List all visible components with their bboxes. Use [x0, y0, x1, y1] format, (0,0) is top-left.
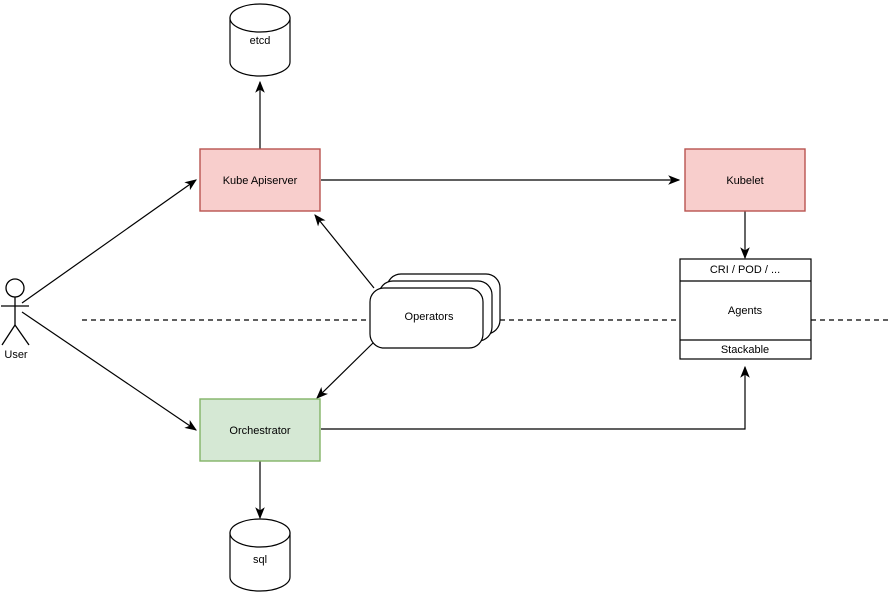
edge-operators-to-kube-apiserver [314, 214, 375, 289]
edge-user-to-kube-apiserver [21, 179, 197, 304]
node-kubelet[interactable]: Kubelet [684, 148, 806, 212]
node-etcd[interactable]: etcd [229, 3, 291, 77]
node-orchestrator-label: Orchestrator [229, 425, 290, 437]
node-sql-label: sql [253, 554, 267, 566]
node-operators-label: Operators [405, 311, 454, 323]
node-kube-apiserver[interactable]: Kube Apiserver [199, 148, 321, 212]
node-operators[interactable]: Operators [369, 273, 501, 349]
agents-footer-label: Stackable [721, 344, 769, 356]
node-sql[interactable]: sql [229, 518, 291, 592]
node-user-actor[interactable]: User [1, 278, 30, 361]
node-kubelet-label: Kubelet [726, 175, 763, 187]
node-agents-container[interactable]: CRI / POD / ... Agents Stackable [679, 258, 812, 360]
node-orchestrator[interactable]: Orchestrator [199, 398, 321, 462]
agents-body-label: Agents [728, 305, 763, 317]
edge-user-to-orchestrator [21, 311, 197, 431]
node-user-label: User [4, 349, 28, 361]
agents-header-label: CRI / POD / ... [710, 264, 780, 276]
node-kube-apiserver-label: Kube Apiserver [223, 175, 298, 187]
node-etcd-label: etcd [250, 35, 271, 47]
edge-orchestrator-to-stackable [321, 365, 750, 430]
edge-operators-to-orchestrator [316, 341, 375, 399]
